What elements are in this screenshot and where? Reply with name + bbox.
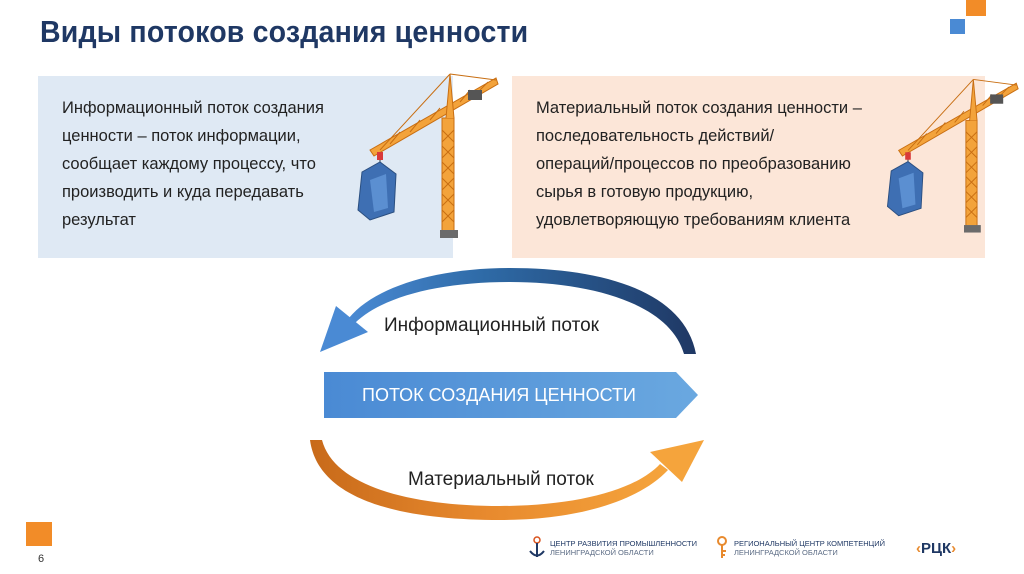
material-line: удовлетворяющую требованиям клиента [536,211,851,229]
value-stream-label: ПОТОК СОЗДАНИЯ ЦЕННОСТИ [362,385,636,405]
info-flow-arrowhead [320,306,368,352]
logo-rck: ‹ РЦК › [916,534,956,562]
decor-square-orange-top [966,0,986,16]
logo1-line2: ЛЕНИНГРАДСКОЙ ОБЛАСТИ [550,548,654,557]
key-icon [717,536,727,558]
info-line: производить и куда передавать [62,183,304,201]
info-line: сообщает каждому процессу, что [62,155,316,173]
material-line: последовательность действий/ [536,127,775,145]
material-flow-arrowhead [650,440,704,482]
info-line: Информационный поток создания [62,99,324,117]
info-flow-arc [346,268,696,354]
info-flow-description: Информационный поток создания ценности –… [62,94,362,234]
bracket-left-icon: ‹ [916,539,921,557]
material-flow-description: Материальный поток создания ценности – п… [536,94,886,234]
logo-industry-center: ЦЕНТР РАЗВИТИЯ ПРОМЫШЛЕННОСТИ ЛЕНИНГРАДС… [528,534,697,562]
info-line: результат [62,211,136,229]
anchor-icon [529,536,545,557]
material-flow-label: Материальный поток [408,469,594,490]
bracket-right-icon: › [951,539,957,557]
value-stream-arrow [324,372,698,418]
material-line: Материальный поток создания ценности – [536,99,862,117]
decor-square-blue-top [950,19,965,34]
crane-illustration-right [886,79,1019,233]
logo2-line1: РЕГИОНАЛЬНЫЙ ЦЕНТР КОМПЕТЕНЦИЙ [734,539,885,548]
page-title: Виды потоков создания ценности [40,14,529,49]
material-line: сырья в готовую продукцию, [536,183,754,201]
info-flow-label: Информационный поток [384,315,599,336]
logo-competence-center: РЕГИОНАЛЬНЫЙ ЦЕНТР КОМПЕТЕНЦИЙ ЛЕНИНГРАД… [714,534,885,562]
logo3-text: РЦК [921,539,952,557]
material-flow-arc [310,440,668,520]
material-line: операций/процессов по преобразованию [536,155,851,173]
crane-illustration-left [357,73,499,238]
page-number: 6 [38,553,45,565]
logo1-line1: ЦЕНТР РАЗВИТИЯ ПРОМЫШЛЕННОСТИ [550,539,698,548]
info-line: ценности – поток информации, [62,127,301,145]
logo2-line2: ЛЕНИНГРАДСКОЙ ОБЛАСТИ [734,548,838,557]
decor-square-orange-bottom [26,522,52,546]
